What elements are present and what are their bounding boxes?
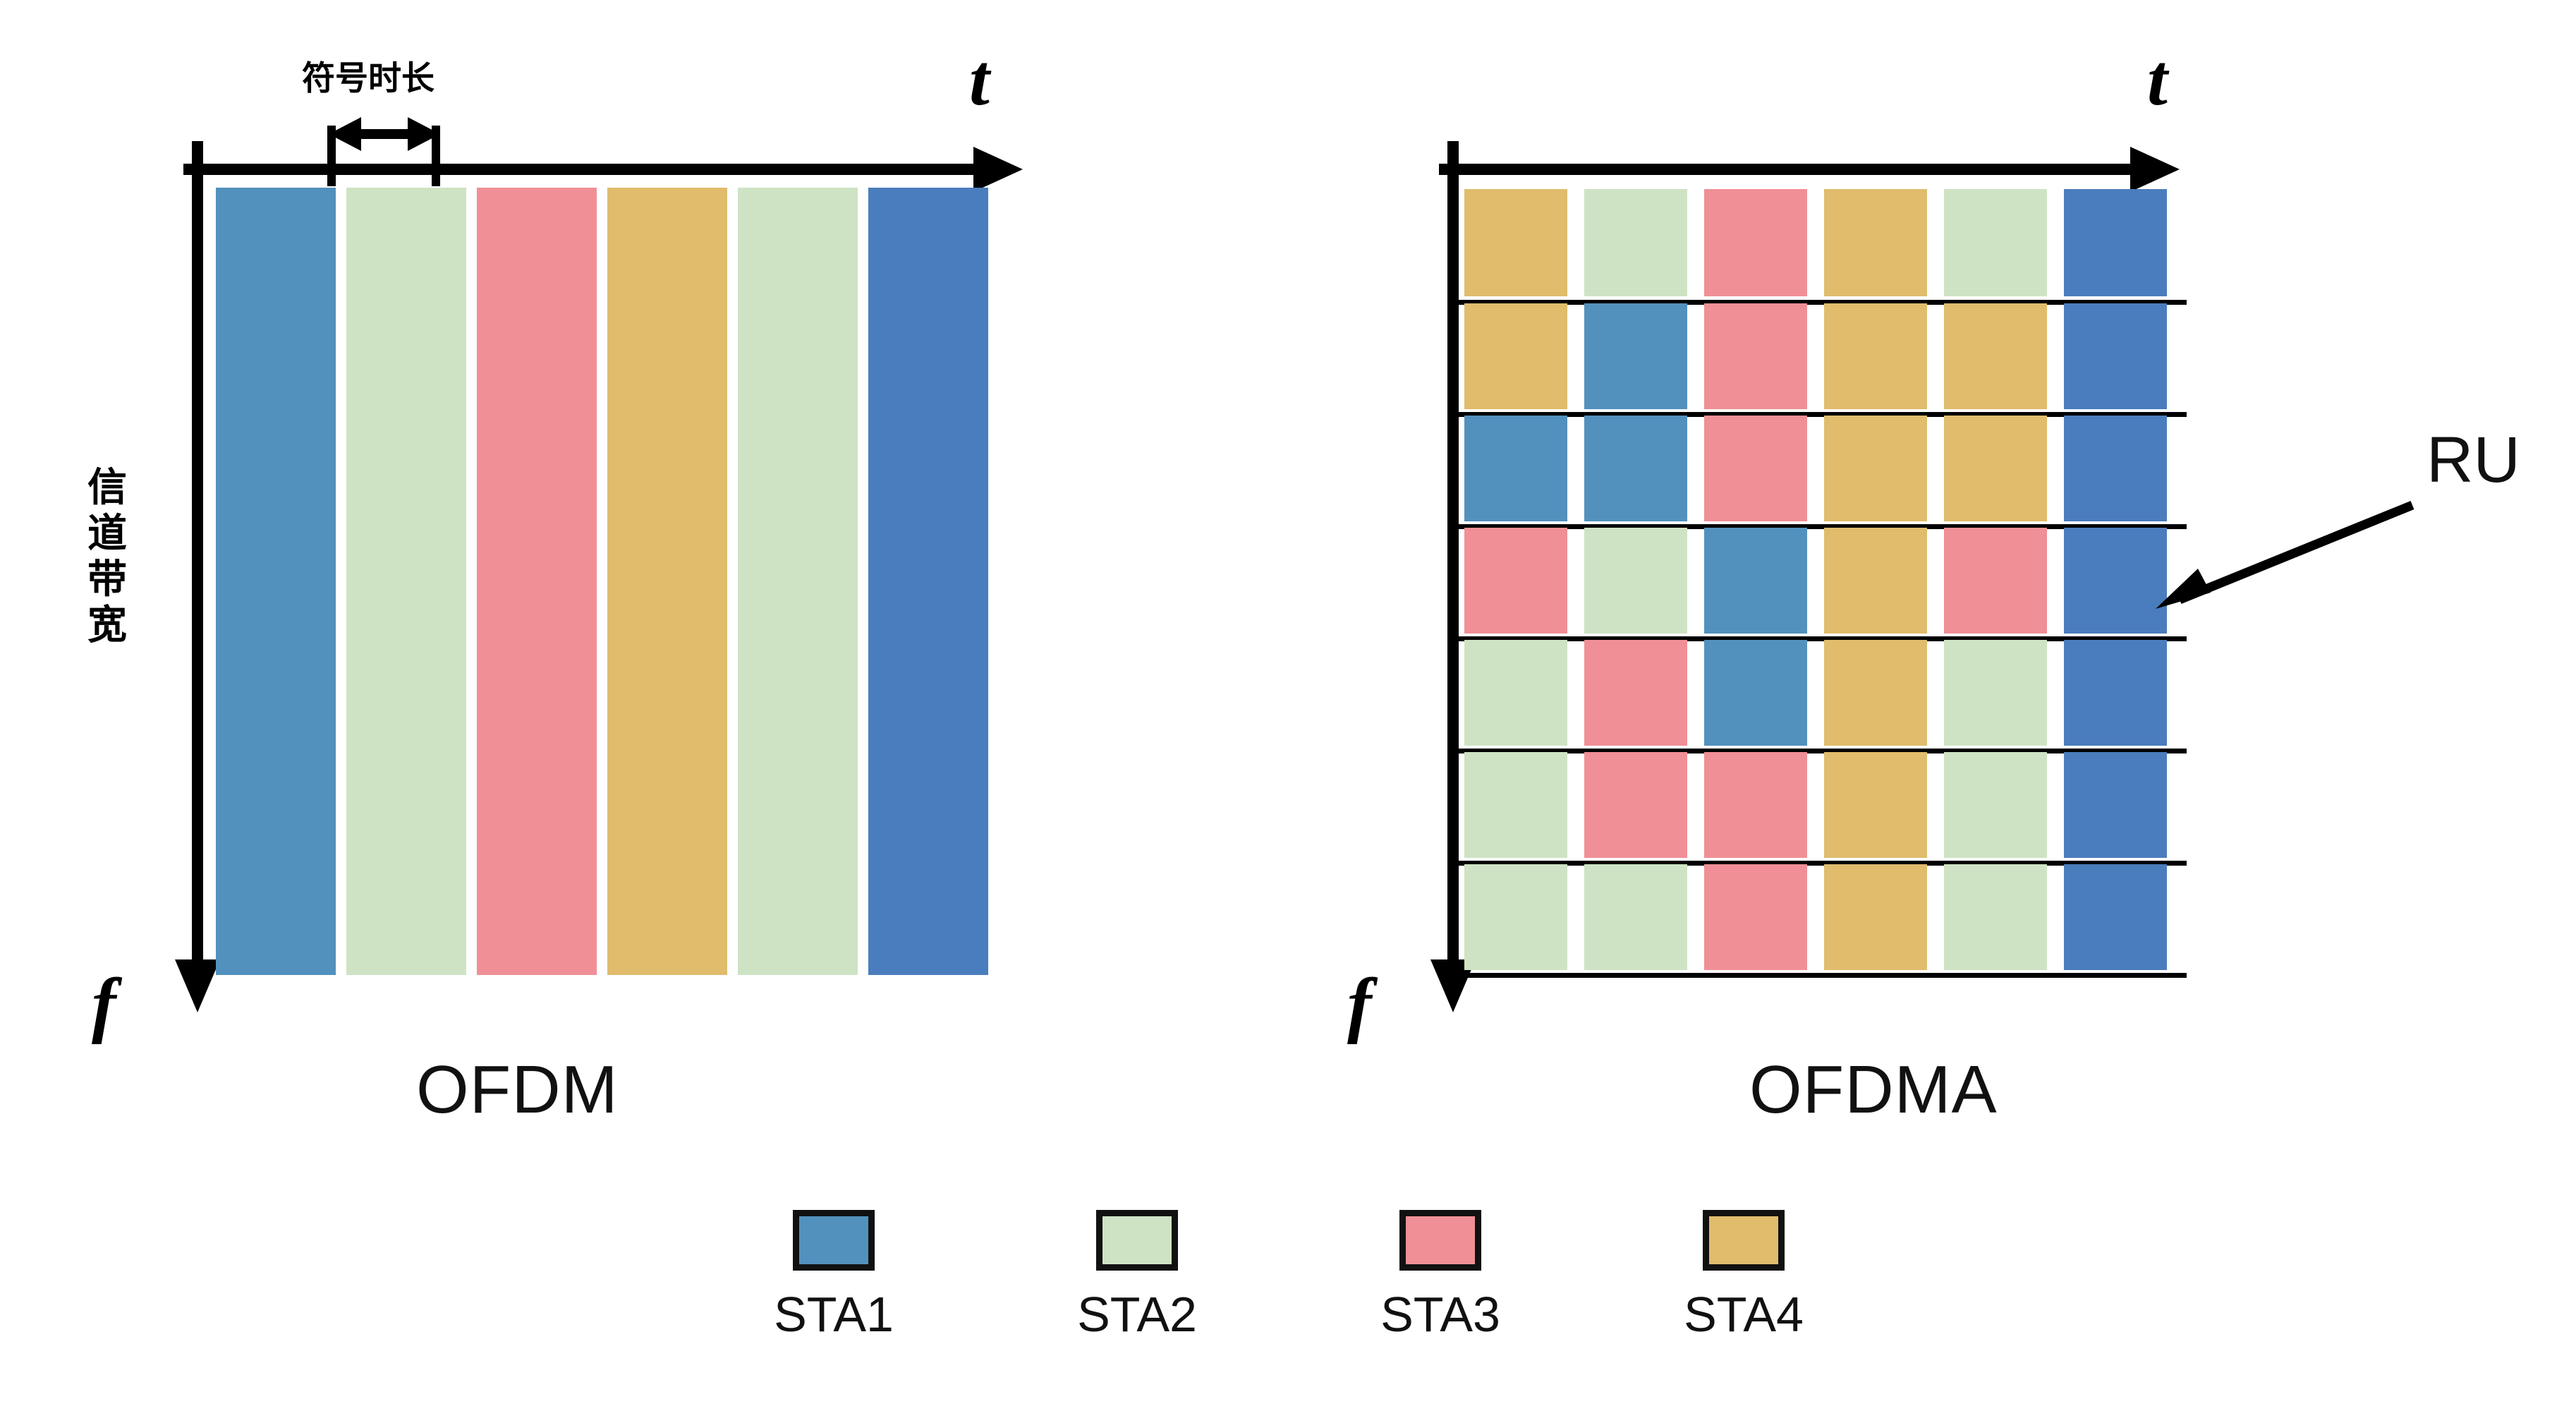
ofdma-cell-r3c6 [2064, 416, 2167, 521]
legend: STA1 STA2 STA3 STA4 [0, 1199, 2576, 1411]
legend-label-sta4: STA4 [1684, 1287, 1804, 1342]
legend-swatch-sta2 [1096, 1210, 1178, 1271]
ofdma-cell-r2c3 [1704, 303, 1807, 409]
ofdma-cell-r3c5 [1944, 416, 2047, 521]
symbol-duration-bracket [327, 117, 440, 186]
ofdma-cell-r6c5 [1944, 752, 2047, 858]
ofdma-cell-r7c4 [1824, 864, 1927, 970]
ofdma-cell-r5c4 [1824, 640, 1927, 746]
legend-swatch-sta4 [1703, 1210, 1785, 1271]
bandwidth-char-1: 信 [87, 465, 127, 511]
ofdm-bar-2 [346, 188, 466, 975]
ofdma-cell-r1c6 [2064, 189, 2167, 296]
ofdma-cell-r5c2 [1584, 640, 1687, 746]
ofdm-time-axis [183, 147, 1023, 192]
ru-label: RU [2426, 424, 2520, 496]
ofdma-cell-r7c2 [1584, 864, 1687, 970]
legend-label-sta1: STA1 [774, 1287, 894, 1342]
symbol-duration-label: 符号时长 [302, 59, 435, 98]
ofdma-cell-r2c6 [2064, 303, 2167, 409]
ofdma-cell-r3c3 [1704, 416, 1807, 521]
ofdma-title: OFDMA [1749, 1052, 1998, 1127]
ofdma-cell-r7c6 [2064, 864, 2167, 970]
ofdma-cell-r3c4 [1824, 416, 1927, 521]
ofdma-grid-rule-5 [1450, 749, 2187, 753]
ofdma-cell-r3c2 [1584, 416, 1687, 521]
legend-label-sta3: STA3 [1380, 1287, 1500, 1342]
ofdma-grid-rule-6 [1450, 861, 2187, 866]
ofdma-cell-r4c3 [1704, 528, 1807, 634]
ofdma-grid-rule-4 [1450, 636, 2187, 641]
ofdma-cell-r2c4 [1824, 303, 1927, 409]
ofdma-cell-r5c3 [1704, 640, 1807, 746]
legend-swatch-sta1 [793, 1210, 875, 1271]
ofdm-bar-5 [738, 188, 858, 975]
ofdm-freq-axis [175, 141, 220, 1012]
ofdm-bar-4 [607, 188, 727, 975]
ofdma-cell-r6c2 [1584, 752, 1687, 858]
bandwidth-char-2: 道 [87, 510, 127, 557]
ofdma-cell-r4c2 [1584, 528, 1687, 634]
ofdm-freq-axis-label: f [92, 964, 116, 1045]
ofdma-cell-r1c1 [1464, 189, 1567, 296]
ofdma-grid-rule-3 [1450, 524, 2187, 529]
ofdma-cell-r7c5 [1944, 864, 2047, 970]
ofdma-cell-r6c3 [1704, 752, 1807, 858]
ofdma-cell-r4c5 [1944, 528, 2047, 634]
ofdma-cell-r7c3 [1704, 864, 1807, 970]
ofdma-grid-rule-7 [1450, 973, 2187, 978]
ofdma-time-axis [1439, 147, 2180, 192]
ofdma-cell-r5c5 [1944, 640, 2047, 746]
ofdma-cell-r6c4 [1824, 752, 1927, 858]
ofdma-cell-r2c5 [1944, 303, 2047, 409]
ofdma-cell-r6c1 [1464, 752, 1567, 858]
ofdm-bar-3 [477, 188, 597, 975]
ofdma-freq-axis-label: f [1347, 964, 1372, 1045]
ofdma-grid-rule-1 [1450, 300, 2187, 305]
ofdma-cell-r1c4 [1824, 189, 1927, 296]
ofdma-panel: t f [1256, 0, 2576, 1199]
ofdma-cell-r5c6 [2064, 640, 2167, 746]
ofdma-cell-r1c5 [1944, 189, 2047, 296]
ofdma-cell-r1c3 [1704, 189, 1807, 296]
ofdma-cell-r6c6 [2064, 752, 2167, 858]
ofdma-grid-rule-2 [1450, 412, 2187, 417]
ofdm-time-axis-label: t [969, 40, 990, 121]
ofdma-time-axis-label: t [2147, 40, 2168, 121]
legend-item-sta3[interactable]: STA3 [1377, 1210, 1504, 1343]
ofdma-cell-r5c1 [1464, 640, 1567, 746]
ofdma-cell-r2c2 [1584, 303, 1687, 409]
ofdma-cell-r2c1 [1464, 303, 1567, 409]
legend-item-sta2[interactable]: STA2 [1074, 1210, 1201, 1343]
bandwidth-char-3: 带 [87, 556, 127, 602]
ofdma-cell-r4c6 [2064, 528, 2167, 634]
ofdma-cell-r4c4 [1824, 528, 1927, 634]
ofdm-title: OFDM [416, 1052, 619, 1127]
legend-swatch-sta3 [1399, 1210, 1481, 1271]
ofdma-cell-r1c2 [1584, 189, 1687, 296]
bandwidth-char-4: 宽 [87, 602, 127, 648]
ofdma-cell-r4c1 [1464, 528, 1567, 634]
ofdma-freq-axis [1430, 141, 1476, 1012]
ofdm-panel: t f 信 道 带 宽 符号时长 OFDM [0, 0, 1100, 1199]
ru-arrow-icon [2156, 500, 2414, 609]
ofdm-bar-1 [216, 188, 336, 975]
legend-item-sta4[interactable]: STA4 [1680, 1210, 1807, 1343]
channel-bandwidth-label: 信 道 带 宽 [85, 465, 130, 649]
ofdma-cell-r7c1 [1464, 864, 1567, 970]
ofdma-cell-r3c1 [1464, 416, 1567, 521]
legend-label-sta2: STA2 [1077, 1287, 1197, 1342]
ofdm-bar-6 [868, 188, 988, 975]
legend-item-sta1[interactable]: STA1 [770, 1210, 897, 1343]
